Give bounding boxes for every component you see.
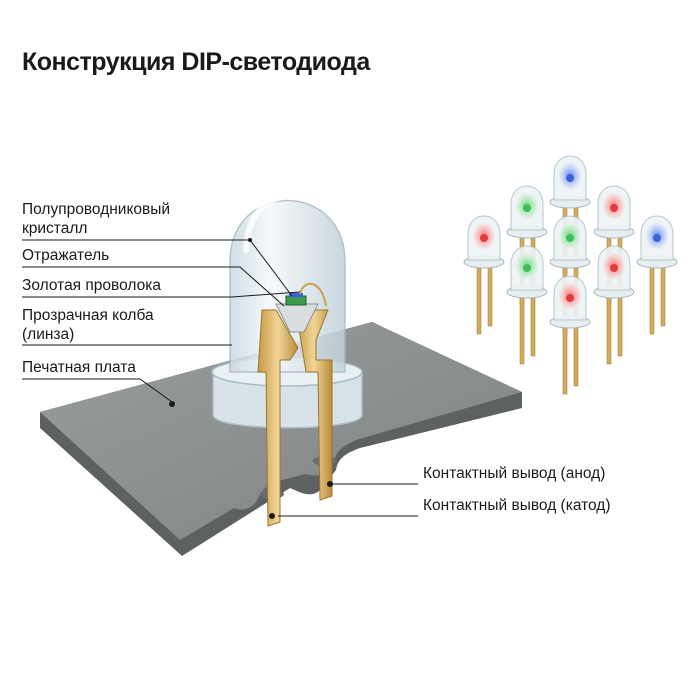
chip-dot	[248, 238, 252, 242]
cathode-dot	[269, 513, 275, 519]
label-pcb: Печатная плата	[22, 359, 136, 376]
small-led-9	[549, 275, 591, 395]
label-cathode: Контактный вывод (катод)	[423, 497, 611, 514]
small-led-8	[593, 245, 635, 365]
lead-cathode	[257, 309, 299, 527]
label-gold-wire: Золотая проволока	[22, 277, 161, 294]
gold-wire	[299, 282, 327, 307]
anode-dot	[327, 481, 333, 487]
small-led-4	[463, 215, 505, 335]
label-semiconductor-1: Полупроводниковый	[22, 201, 171, 218]
semiconductor-chip	[285, 293, 307, 306]
small-leds-group	[463, 155, 678, 395]
label-lens-2: (линза)	[22, 326, 75, 343]
diagram-title: Конструкция DIP-светодиода	[22, 48, 370, 76]
lead-anode	[295, 309, 333, 501]
label-reflector: Отражатель	[22, 247, 110, 264]
label-semiconductor-2: кристалл	[22, 220, 88, 237]
label-lens-1: Прозрачная колба	[22, 307, 154, 324]
pcb-dot	[169, 401, 175, 407]
small-led-7	[506, 245, 548, 365]
small-led-6	[636, 215, 678, 335]
label-anode: Контактный вывод (анод)	[423, 465, 606, 482]
